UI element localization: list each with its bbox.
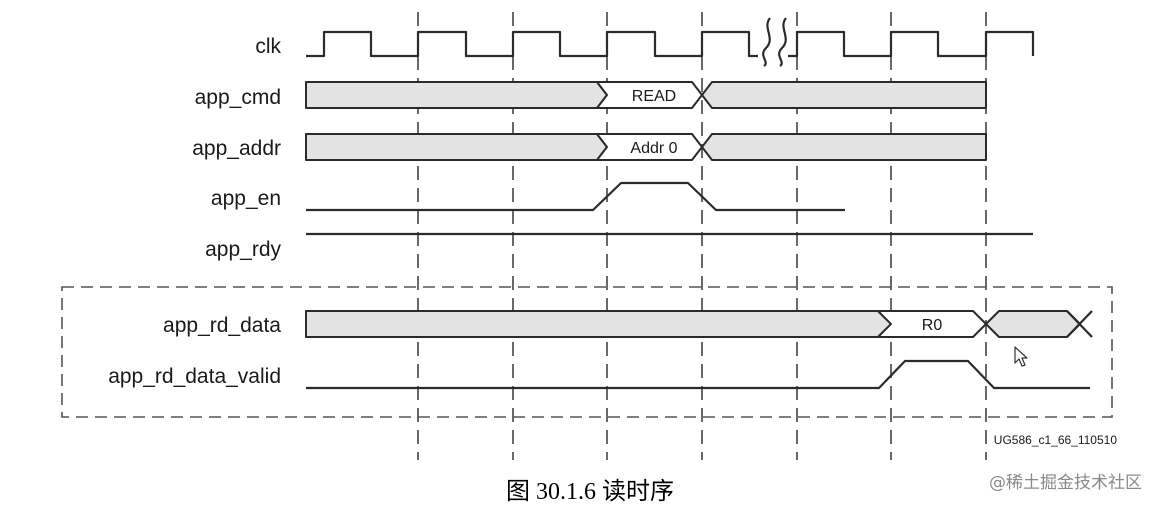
rd-data-value-label: R0 bbox=[922, 317, 943, 334]
watermark-text: @稀土掘金技术社区 bbox=[989, 473, 1142, 493]
signal-label-clk: clk bbox=[255, 35, 281, 58]
cmd-value-label: READ bbox=[632, 88, 676, 105]
bus-segment-invalid bbox=[305, 133, 608, 161]
clk-waveform-continued bbox=[788, 30, 1035, 58]
signal-label-app-rd-data: app_rd_data bbox=[163, 314, 281, 337]
app-rd-data-bus: R0 bbox=[305, 310, 1093, 338]
signal-label-app-en: app_en bbox=[211, 187, 281, 210]
bus-segment-invalid bbox=[701, 81, 987, 109]
figure-id: UG586_c1_66_110510 bbox=[994, 433, 1118, 447]
mouse-cursor-icon bbox=[1014, 346, 1028, 367]
clk-waveform bbox=[306, 30, 758, 58]
signal-label-app-addr: app_addr bbox=[192, 137, 281, 160]
read-data-group-box bbox=[61, 286, 1113, 418]
clk-break-mark-left bbox=[762, 17, 771, 67]
app-addr-bus: Addr 0 bbox=[305, 133, 987, 161]
bus-end-cross bbox=[1066, 310, 1093, 338]
figure-caption: 图 30.1.6 读时序 bbox=[506, 478, 674, 505]
signal-label-app-cmd: app_cmd bbox=[195, 86, 281, 109]
bus-segment-invalid bbox=[305, 81, 608, 109]
bus-segment-r0 bbox=[877, 310, 987, 338]
addr-value-label: Addr 0 bbox=[630, 140, 677, 157]
bus-segment-invalid bbox=[985, 310, 1081, 338]
app-en-waveform bbox=[306, 181, 845, 212]
bus-segment-invalid bbox=[305, 310, 892, 338]
clock-edge-guides bbox=[417, 12, 987, 460]
bus-segment-read bbox=[596, 81, 703, 109]
app-rd-data-valid-waveform bbox=[306, 359, 1090, 390]
app-cmd-bus: READ bbox=[305, 81, 987, 109]
bus-segment-addr bbox=[596, 133, 703, 161]
bus-segment-invalid bbox=[701, 133, 987, 161]
signal-label-app-rd-data-valid: app_rd_data_valid bbox=[108, 365, 281, 388]
clk-break-mark-right bbox=[778, 17, 787, 67]
signal-label-app-rdy: app_rdy bbox=[205, 238, 281, 261]
